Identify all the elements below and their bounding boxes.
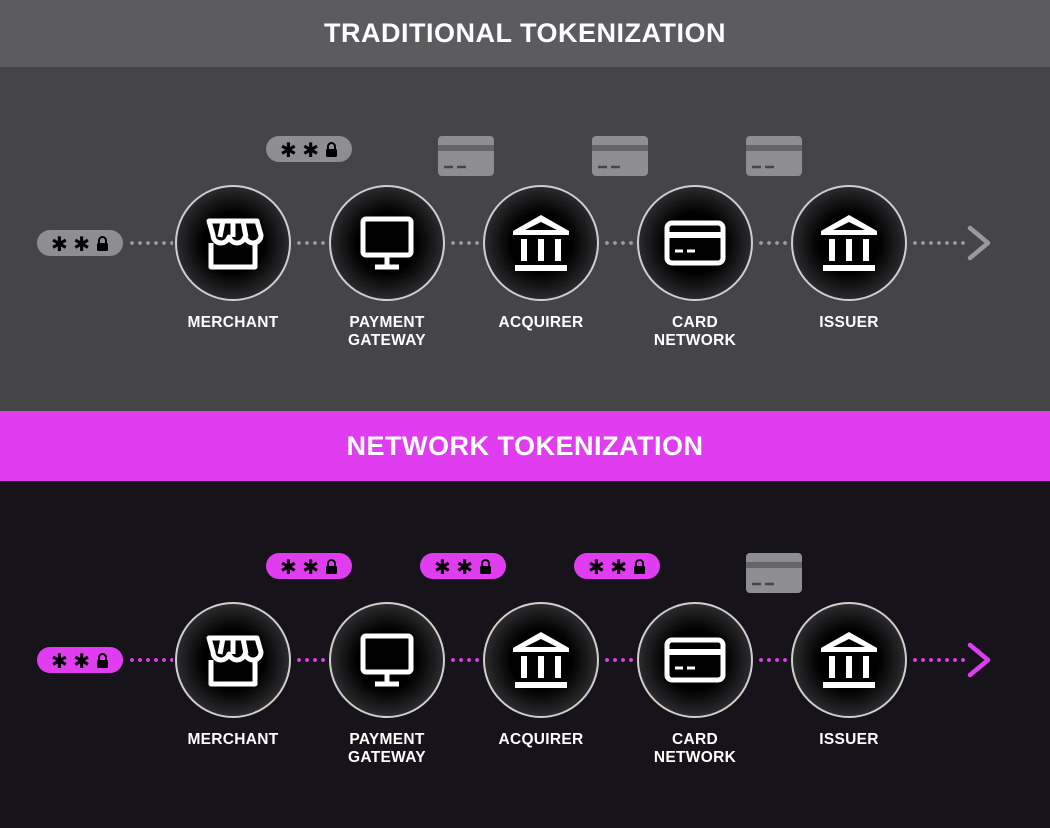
token-symbols: ✱ ✱ — [587, 556, 628, 579]
credit-card-icon — [438, 136, 494, 176]
lock-icon — [325, 141, 338, 157]
token-symbols: ✱ ✱ — [279, 556, 320, 579]
node-merchant — [175, 185, 291, 301]
storefront-icon — [201, 211, 265, 275]
bank-icon — [509, 628, 573, 692]
token-pill: ✱ ✱ — [420, 553, 506, 579]
connector-dots — [911, 658, 966, 662]
node-merchant — [175, 602, 291, 718]
lock-icon — [96, 235, 109, 251]
connector-dots — [295, 658, 327, 662]
chevron-right-icon — [966, 642, 994, 678]
node-card-network — [637, 602, 753, 718]
traditional-flow: ✱ ✱ MERCHANT PAYMENT GATEWAY ✱ ✱ ACQUIRER CAR… — [0, 0, 1050, 411]
connector-dots — [603, 658, 635, 662]
node-label: ACQUIRER — [498, 314, 584, 331]
node-label: ISSUER — [819, 731, 879, 748]
credit-card-icon — [663, 628, 727, 692]
node-payment-gateway — [329, 602, 445, 718]
node-payment-gateway — [329, 185, 445, 301]
node-issuer — [791, 602, 907, 718]
node-acquirer — [483, 185, 599, 301]
token-pill: ✱ ✱ — [266, 553, 352, 579]
lock-icon — [96, 652, 109, 668]
token-symbols: ✱ ✱ — [50, 650, 91, 673]
lock-icon — [325, 558, 338, 574]
connector-dots — [128, 241, 173, 245]
connector-dots — [603, 241, 635, 245]
section-title: TRADITIONAL TOKENIZATION — [0, 0, 1050, 67]
token-symbols: ✱ ✱ — [433, 556, 474, 579]
network-tokenization-section: NETWORK TOKENIZATION ✱ ✱ MERCHANT PAYMENT … — [0, 411, 1050, 825]
bank-icon — [509, 211, 573, 275]
credit-card-icon — [746, 136, 802, 176]
connector-dots — [757, 241, 789, 245]
token-symbols: ✱ ✱ — [50, 233, 91, 256]
node-acquirer — [483, 602, 599, 718]
credit-card-icon — [592, 136, 648, 176]
node-label: MERCHANT — [187, 731, 279, 748]
connector-dots — [295, 241, 327, 245]
node-label: PAYMENT GATEWAY — [348, 314, 426, 349]
network-flow: ✱ ✱ MERCHANT PAYMENT GATEWAY ✱ ✱ ACQUIRER ✱ ✱… — [0, 417, 1050, 828]
credit-card-icon — [746, 553, 802, 593]
connector-dots — [449, 241, 481, 245]
section-title: NETWORK TOKENIZATION — [0, 411, 1050, 481]
traditional-tokenization-section: TRADITIONAL TOKENIZATION ✱ ✱ MERCHANT PAYM… — [0, 0, 1050, 411]
chevron-right-icon — [966, 225, 994, 261]
node-label: ACQUIRER — [498, 731, 584, 748]
lock-icon — [633, 558, 646, 574]
node-label: PAYMENT GATEWAY — [348, 731, 426, 766]
node-label: CARD NETWORK — [653, 314, 737, 349]
storefront-icon — [201, 628, 265, 692]
bank-icon — [817, 628, 881, 692]
token-pill: ✱ ✱ — [266, 136, 352, 162]
connector-dots — [449, 658, 481, 662]
monitor-icon — [355, 628, 419, 692]
token-symbols: ✱ ✱ — [279, 139, 320, 162]
bank-icon — [817, 211, 881, 275]
connector-dots — [911, 241, 966, 245]
token-pill: ✱ ✱ — [574, 553, 660, 579]
credit-card-icon — [663, 211, 727, 275]
lock-icon — [479, 558, 492, 574]
token-pill: ✱ ✱ — [37, 647, 123, 673]
connector-dots — [757, 658, 789, 662]
node-issuer — [791, 185, 907, 301]
node-label: ISSUER — [819, 314, 879, 331]
token-pill: ✱ ✱ — [37, 230, 123, 256]
monitor-icon — [355, 211, 419, 275]
node-label: MERCHANT — [187, 314, 279, 331]
node-card-network — [637, 185, 753, 301]
connector-dots — [128, 658, 173, 662]
node-label: CARD NETWORK — [653, 731, 737, 766]
